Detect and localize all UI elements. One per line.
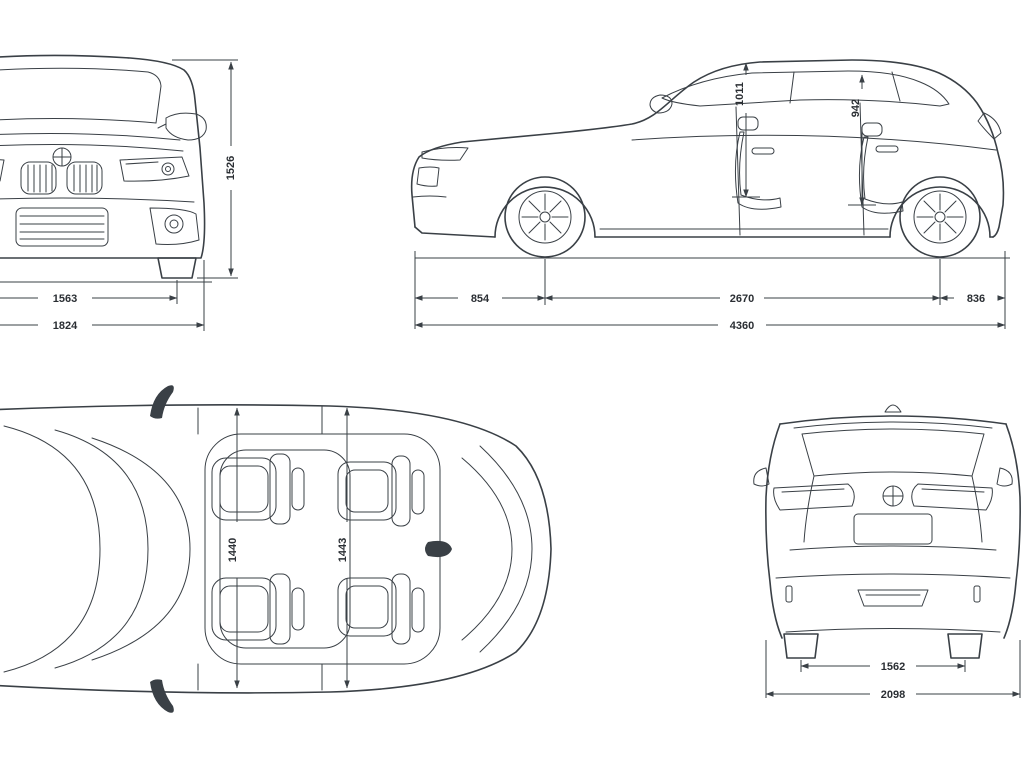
front-track-width-label: 1563	[53, 293, 77, 305]
front-body-width-label: 1824	[53, 320, 78, 332]
dim-wheelbase: 2670	[544, 293, 941, 305]
side-view: 1011 942 854 2670 836 4360	[400, 5, 1024, 340]
headlights	[0, 156, 190, 182]
front-view-svg: 1526 1563 1824	[0, 54, 238, 332]
front-mirror	[157, 112, 207, 141]
front-seat	[734, 116, 782, 210]
rear-view-svg: 1562 2098	[753, 404, 1021, 701]
rear-brand-roundel-icon	[882, 485, 904, 507]
front-overall-height-label: 1526	[225, 156, 237, 180]
dim-front-headroom: 1011	[732, 62, 760, 198]
kidney-grille	[20, 161, 103, 195]
dim-track-width: 1563	[0, 280, 178, 305]
rear-track-label: 1562	[881, 661, 905, 673]
top-mirror-right	[150, 679, 174, 713]
front-interior-width-label: 1440	[227, 538, 239, 562]
rear-right-tire	[947, 633, 983, 659]
dim-rear-track: 1562	[800, 661, 966, 673]
front-car-drawing	[0, 54, 212, 283]
rear-left-tire	[783, 633, 819, 659]
top-mirror-left	[150, 385, 174, 419]
dim-rear-interior-width: 1443	[337, 407, 350, 689]
dim-rear-overhang: 836	[939, 293, 1006, 305]
license-plate-recess	[853, 513, 933, 545]
front-overhang-label: 854	[471, 293, 490, 305]
taillights	[773, 483, 993, 511]
antenna-fin	[425, 540, 452, 558]
front-view: 1526 1563 1824	[0, 8, 248, 340]
rear-overhang-label: 836	[967, 293, 985, 305]
overall-length-label: 4360	[730, 320, 754, 332]
brand-roundel-icon	[52, 147, 72, 167]
front-headroom-label: 1011	[734, 82, 746, 106]
dim-rear-headroom: 942	[848, 74, 876, 206]
front-right-tire	[157, 257, 197, 279]
rear-wheel	[899, 176, 981, 258]
rear-interior-width-label: 1443	[337, 538, 349, 562]
overall-width-label: 2098	[881, 689, 905, 701]
rear-seats-top	[337, 455, 425, 645]
front-wheel	[504, 176, 586, 258]
dim-overall-height: 1526	[172, 59, 238, 279]
rear-car-drawing	[753, 404, 1021, 659]
dim-overall-width: 2098	[765, 689, 1021, 701]
dim-body-width: 1824	[0, 260, 205, 332]
dim-overall-length: 4360	[414, 320, 1006, 332]
rear-mirror-left	[753, 467, 770, 487]
rear-seat	[858, 122, 904, 214]
rear-antenna-fin	[884, 404, 902, 413]
rear-mirror-right	[996, 467, 1013, 487]
rear-headroom-label: 942	[850, 99, 862, 117]
side-mirror	[649, 94, 673, 114]
dim-front-overhang: 854	[414, 293, 546, 305]
top-view-svg: 1440 1443	[0, 385, 552, 713]
side-view-svg: 1011 942 854 2670 836 4360	[410, 59, 1010, 332]
dim-front-interior-width: 1440	[227, 407, 240, 689]
front-bumper	[0, 197, 200, 247]
rear-view: 1562 2098	[742, 392, 1024, 722]
front-seats-top	[211, 453, 305, 645]
top-car-drawing	[0, 385, 552, 713]
side-car-drawing	[410, 59, 1005, 258]
top-view: 1440 1443	[0, 382, 575, 722]
wheelbase-label: 2670	[730, 293, 754, 305]
